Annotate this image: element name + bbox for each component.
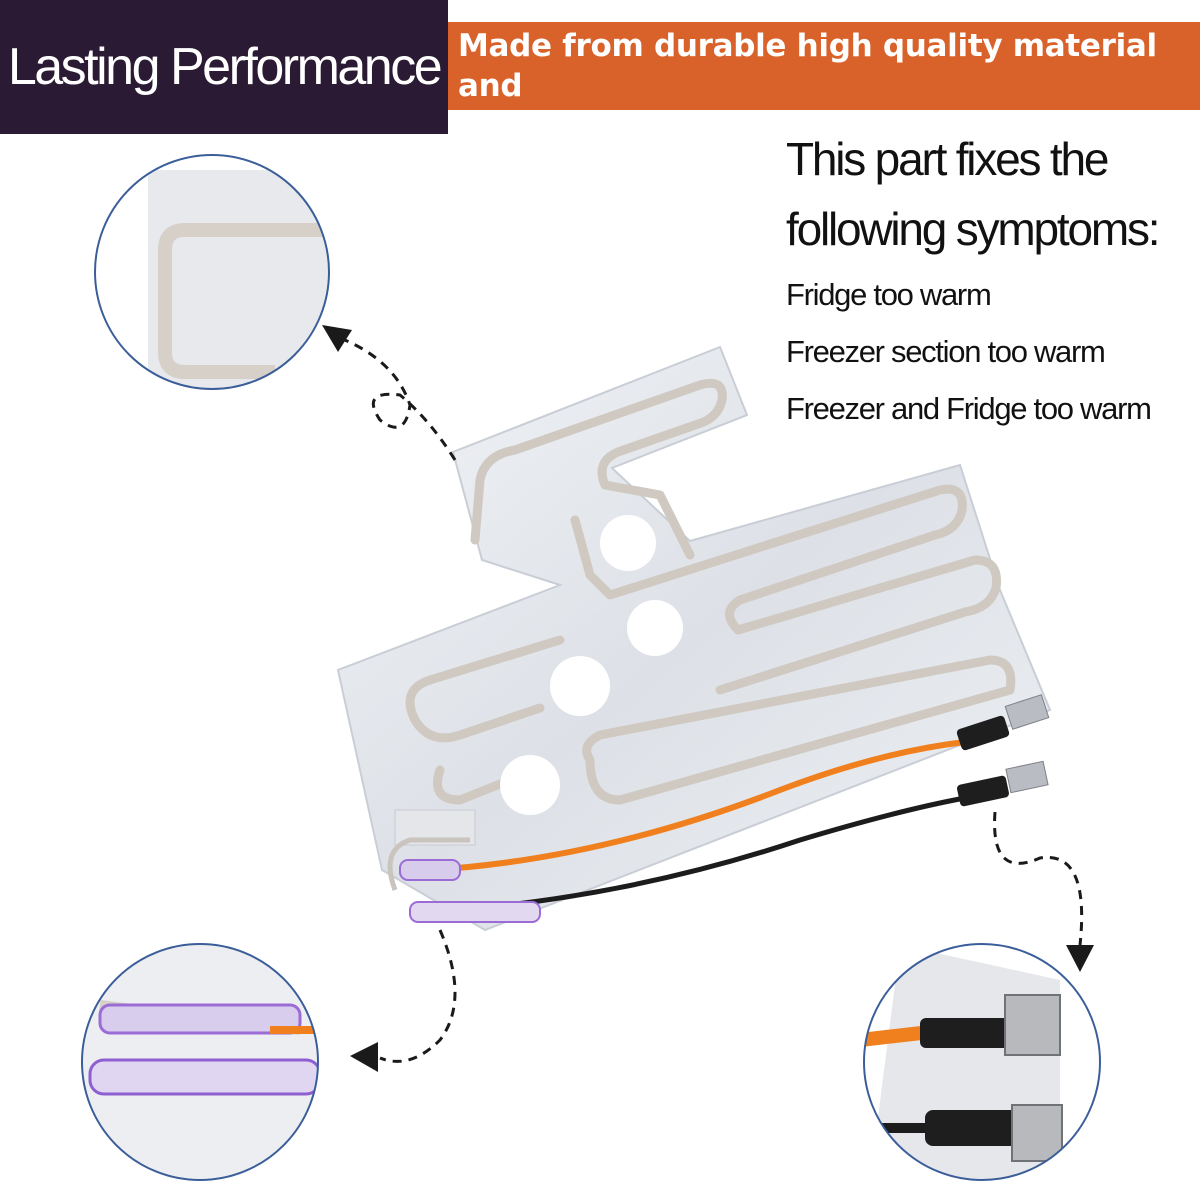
banner-title: Lasting Performance [7, 38, 443, 96]
symptoms-list: Fridge too warm Freezer section too warm… [786, 266, 1196, 437]
arrow-head-icon [322, 325, 352, 352]
symptoms-title-line-2: following symptoms: [786, 203, 1161, 255]
tagline-line-2: well-tested by the manufacturer [458, 108, 1017, 144]
heater-plate-image [336, 345, 1052, 932]
heat-shrink [957, 775, 1009, 807]
spade-terminal [1005, 760, 1049, 794]
zoom-circle-bottom-left [81, 943, 319, 1181]
thermal-fuse [399, 859, 461, 881]
tagline-banner: Made from durable high quality material … [448, 22, 1200, 144]
heating-tube [405, 378, 1016, 805]
white-wire [387, 837, 470, 891]
plate-hole [627, 600, 683, 656]
zoom-circle-bottom-right [863, 943, 1101, 1181]
zoom-circle-top-left [94, 154, 330, 390]
symptom-item: Fridge too warm [786, 277, 992, 312]
plate-hole [600, 515, 656, 571]
plate-hole [500, 755, 560, 815]
dashed-arrow-icon [339, 336, 457, 461]
symptoms-panel: This part fixes the following symptoms: … [786, 124, 1196, 437]
symptom-item: Freezer section too warm [786, 334, 1106, 369]
tagline-line-1: Made from durable high quality material … [458, 28, 1157, 104]
dashed-arrow-icon [993, 811, 1084, 946]
spade-terminal [1004, 694, 1050, 730]
dashed-arrow-icon [379, 929, 457, 1063]
orange-wire [429, 739, 966, 873]
thermal-fuse [409, 901, 541, 923]
heat-shrink [956, 715, 1010, 751]
symptom-item: Freezer and Fridge too warm [786, 391, 1152, 426]
arrow-head-icon [350, 1042, 378, 1072]
arrow-head-icon [1066, 945, 1094, 972]
title-banner: Lasting Performance [0, 0, 448, 134]
symptoms-title-line-1: This part fixes the [786, 133, 1109, 185]
plate-hole [550, 656, 610, 716]
